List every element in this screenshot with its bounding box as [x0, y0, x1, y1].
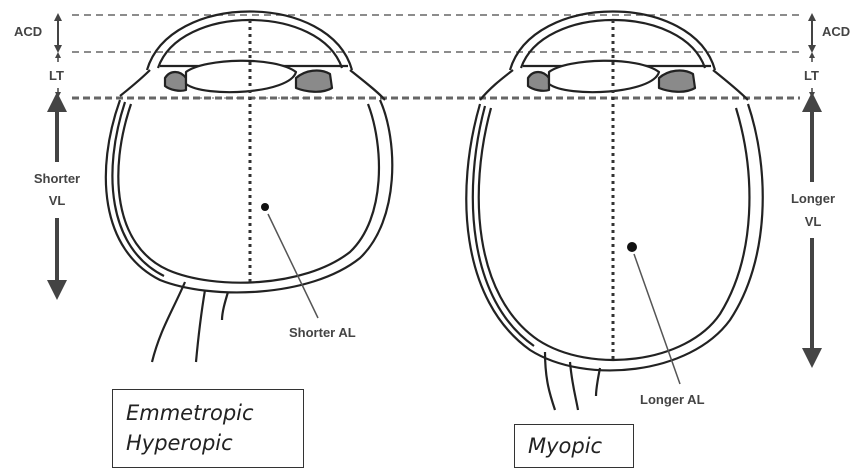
left-vl-label-line1: Shorter — [34, 171, 80, 186]
left-focal-point — [261, 203, 269, 211]
myopic-caption: Myopic — [514, 424, 634, 468]
left-vl-label-line2: VL — [49, 193, 66, 208]
right-eye-icon — [466, 12, 762, 411]
right-lt-label: LT — [804, 68, 819, 83]
emmetropic-label: Emmetropic — [126, 398, 303, 428]
emmetropic-hyperopic-caption: Emmetropic Hyperopic — [112, 389, 304, 468]
myopic-label: Myopic — [528, 431, 633, 461]
hyperopic-label: Hyperopic — [126, 428, 303, 458]
shorter-al-pointer — [268, 214, 318, 318]
left-measure-arrows — [57, 17, 58, 290]
right-vl-label-line2: VL — [805, 214, 822, 229]
right-vl-label-line1: Longer — [791, 191, 835, 206]
shorter-al-label: Shorter AL — [289, 325, 356, 340]
longer-al-label: Longer AL — [640, 392, 705, 407]
right-acd-label: ACD — [822, 24, 850, 39]
left-acd-label: ACD — [14, 24, 42, 39]
right-focal-point — [627, 242, 637, 252]
left-lt-label: LT — [49, 68, 64, 83]
